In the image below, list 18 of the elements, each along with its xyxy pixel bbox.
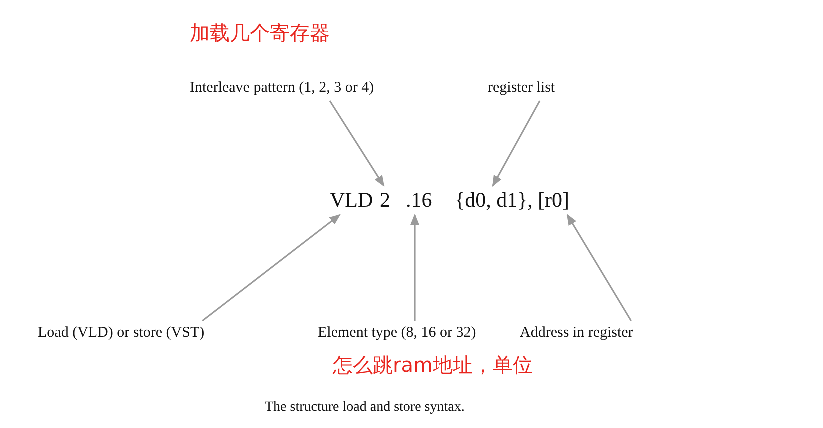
code-token: .16 [406, 188, 432, 213]
note-text: 怎么跳ram地址，单位 [333, 352, 533, 379]
note-text: 加载几个寄存器 [190, 20, 330, 47]
caption: The structure load and store syntax. [265, 400, 465, 416]
arrow [329, 100, 385, 187]
code-token: VLD [330, 188, 374, 213]
code-token: 2 [380, 188, 390, 213]
arrow [492, 100, 541, 187]
register-label: Address in register [520, 325, 634, 342]
pattern-label: Interleave pattern (1, 2, 3 or 4) [190, 80, 374, 97]
type-label: Element type (8, 16 or 32) [318, 325, 476, 342]
type-label: Load (VLD) or store (VST) [38, 325, 205, 342]
arrow [566, 214, 632, 322]
list-label: register list [488, 80, 556, 97]
code-token: [r0] [538, 188, 570, 213]
arrow [202, 214, 341, 322]
code-token: {d0, d1}, [455, 188, 533, 213]
arrow [410, 214, 420, 321]
